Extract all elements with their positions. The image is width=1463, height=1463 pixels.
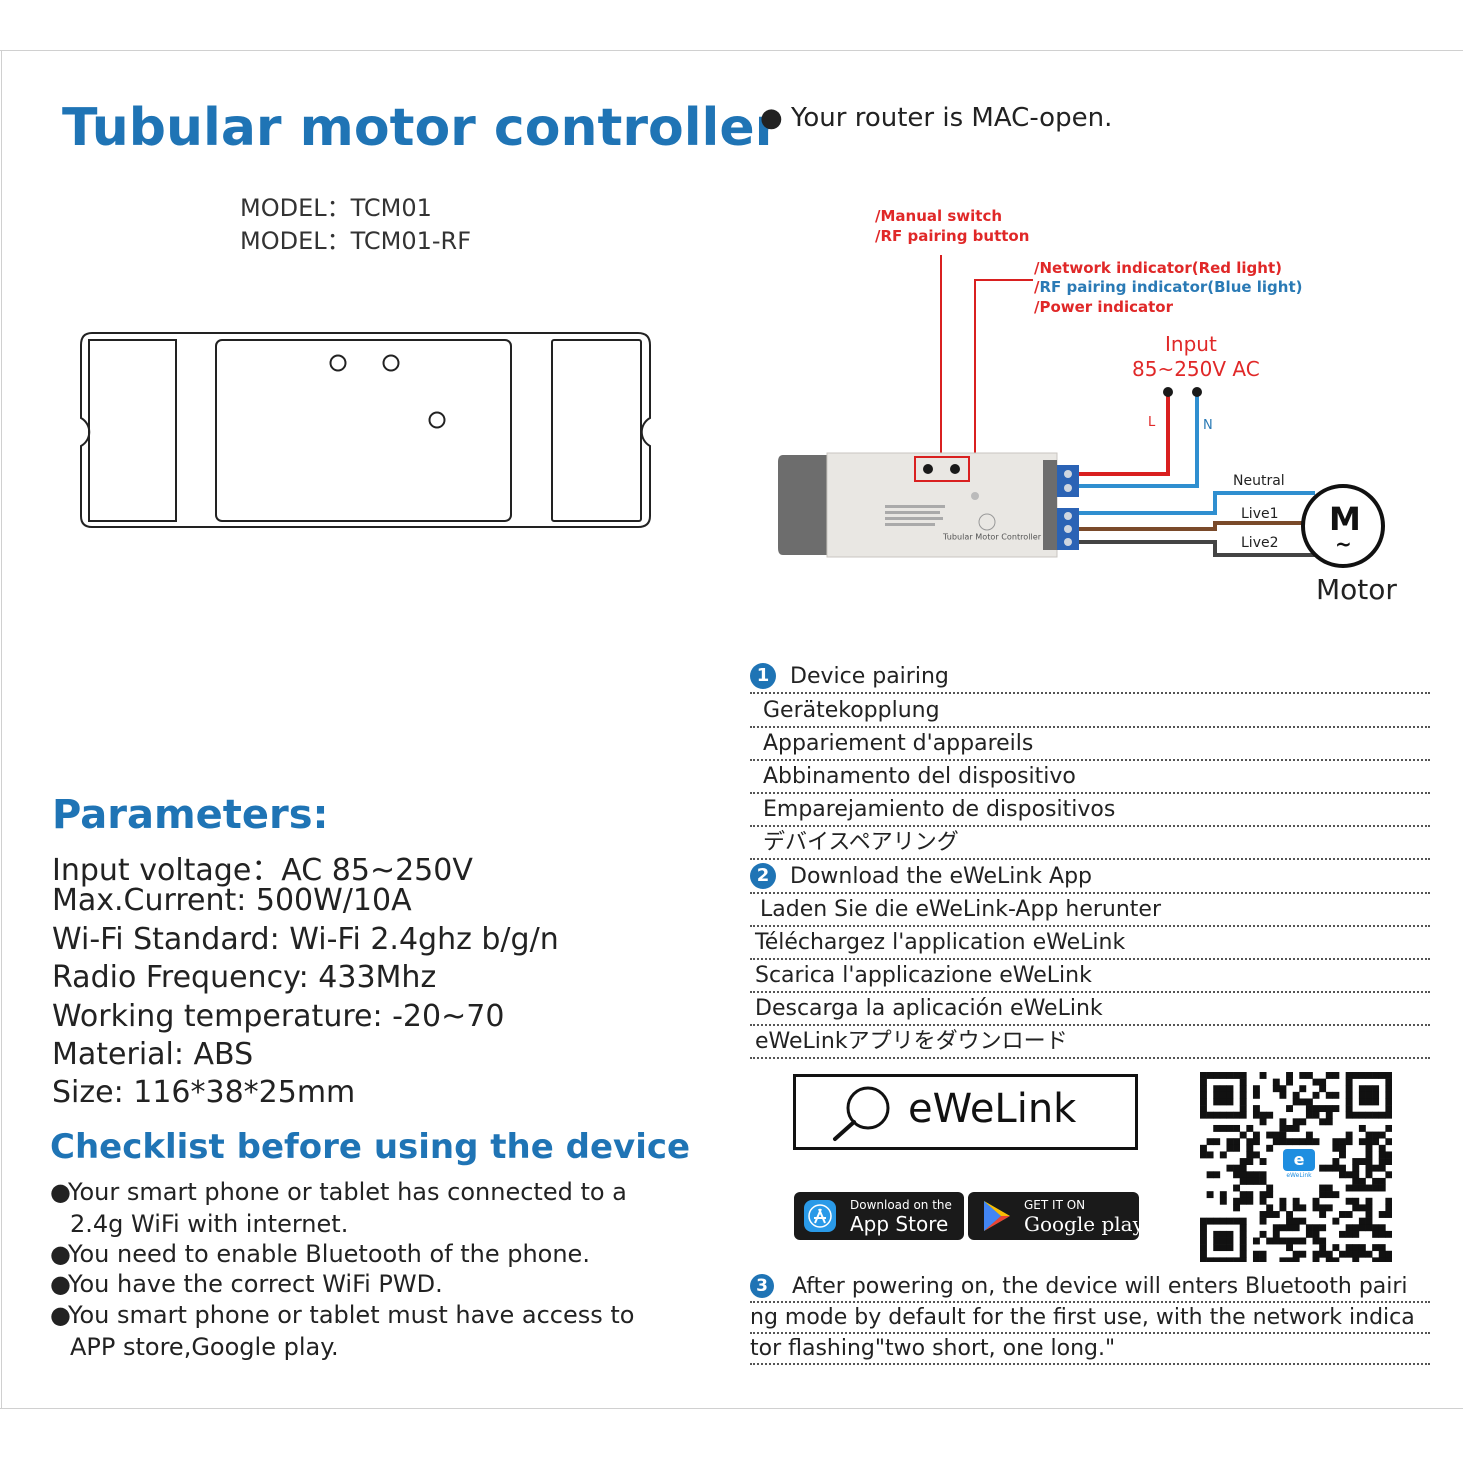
wire-neutral-input (1079, 393, 1199, 488)
step1-translation-de: Gerätekopplung (750, 696, 1430, 728)
checklist-heading: Checklist before using the device (50, 1127, 691, 1167)
device-outline-drawing (80, 332, 651, 528)
wiring-diagram (778, 255, 1385, 568)
step2-translation-es: Descarga la aplicación eWeLink (750, 994, 1430, 1026)
bullet-icon: ● (760, 103, 791, 133)
label-n: N (1203, 418, 1213, 433)
page-title: Tubular motor controller (62, 98, 781, 158)
frame-top-line (0, 50, 1463, 51)
led-hole (428, 411, 446, 429)
label-rf-pairing-button: /RF pairing button (875, 227, 1030, 245)
wire-live2-motor (1079, 540, 1320, 557)
app-store-button[interactable]: Download on the App Store (794, 1192, 964, 1240)
terminal-dot-l (1163, 387, 1173, 397)
label-live1: Live1 (1241, 506, 1279, 522)
label-network-indicator: /Network indicator(Red light) (1034, 259, 1282, 277)
button-hole-1 (329, 354, 347, 372)
frame-left-line (1, 50, 2, 1409)
step2-translation-de: Laden Sie die eWeLink-App herunter (750, 895, 1430, 927)
terminal-dot-n (1192, 387, 1202, 397)
wire-neutral-motor (1079, 491, 1315, 515)
motor-circle (1301, 484, 1385, 568)
step-number-badge: 1 (750, 663, 776, 689)
device-print-label: Tubular Motor Controller (943, 533, 1042, 542)
device-end-cap-left (778, 455, 827, 555)
search-icon (833, 1086, 890, 1141)
step1-translation-it: Abbinamento del dispositivo (750, 762, 1430, 794)
label-live2: Live2 (1241, 535, 1279, 551)
bullet-icon: ● (50, 1301, 71, 1329)
manual-switch-button (923, 464, 933, 474)
device-end-cap-right (1043, 460, 1057, 550)
ewelink-search-box[interactable] (793, 1074, 1138, 1150)
label-input: Input (1165, 332, 1217, 356)
google-play-button[interactable]: GET IT ON Google play (968, 1192, 1144, 1240)
motor-tilde: ~ (1335, 532, 1352, 556)
router-note: ● Your router is MAC-open. (760, 103, 1113, 133)
step2-translation-fr: Téléchargez l'application eWeLink (750, 928, 1430, 960)
param-size: Size: 116*38*25mm (52, 1075, 356, 1110)
bullet-icon: ● (50, 1240, 71, 1268)
label-manual-switch: /Manual switch (875, 207, 1003, 225)
button-hole-2 (382, 354, 400, 372)
wire-live-input (1079, 393, 1170, 476)
motor-letter: M (1329, 500, 1361, 538)
checklist-item: ●You need to enable Bluetooth of the pho… (50, 1240, 590, 1268)
bullet-icon: ● (50, 1270, 71, 1298)
step2-translation-it: Scarica l'applicazione eWeLink (750, 961, 1430, 993)
step1-translation-es: Emparejamiento de dispositivos (750, 795, 1430, 827)
label-neutral: Neutral (1233, 473, 1285, 489)
wire-live1-motor (1079, 521, 1313, 531)
label-input-voltage: 85~250V AC (1132, 357, 1260, 381)
rf-pairing-button (950, 464, 960, 474)
label-rf-pairing-indicator: /RF pairing indicator(Blue light) (1034, 278, 1303, 296)
param-input-voltage: Input voltage：AC 85~250V (52, 853, 473, 888)
param-material: Material: ABS (52, 1037, 254, 1072)
indicator-led (971, 492, 979, 500)
google-play-icon (984, 1201, 1010, 1231)
ewelink-logo-icon: e (1283, 1149, 1315, 1171)
param-radio-frequency: Radio Frequency: 433Mhz (52, 960, 437, 995)
model-line-1: MODEL：TCM01 (240, 194, 432, 222)
checklist-item: ●You have the correct WiFi PWD. (50, 1270, 443, 1298)
label-power-indicator: /Power indicator (1034, 298, 1174, 316)
button-highlight (914, 456, 970, 482)
param-max-current: Max.Current: 500W/10A (52, 883, 412, 918)
ewelink-search-text: eWeLink (908, 1086, 1077, 1132)
bullet-icon: ● (50, 1178, 71, 1206)
param-working-temperature: Working temperature: -20~70 (52, 999, 505, 1034)
step2-translation-ja: eWeLinkアプリをダウンロード (750, 1027, 1430, 1059)
qr-center-logo: e eWeLink (1279, 1147, 1319, 1187)
model-line-2: MODEL：TCM01-RF (240, 227, 472, 255)
qr-code[interactable] (1200, 1072, 1392, 1262)
label-motor: Motor (1316, 573, 1397, 606)
app-store-icon (804, 1200, 836, 1232)
step1-translation-fr: Appariement d'appareils (750, 729, 1430, 761)
checklist-item: ●You smart phone or tablet must have acc… (50, 1301, 635, 1361)
parameters-heading: Parameters: (52, 792, 329, 838)
step-number-badge: 2 (750, 863, 776, 889)
frame-bottom-line (0, 1408, 1463, 1409)
pointer-line-indicator (974, 279, 1033, 495)
motor-symbol-print (978, 513, 996, 531)
step-number-badge: 3 (750, 1274, 774, 1298)
param-wifi-standard: Wi-Fi Standard: Wi-Fi 2.4ghz b/g/n (52, 922, 559, 957)
label-l: L (1148, 415, 1156, 430)
step1-translation-ja: デバイスペアリング (750, 828, 1430, 860)
checklist-item: ●Your smart phone or tablet has connecte… (50, 1178, 627, 1238)
terminal-input (1057, 465, 1079, 497)
